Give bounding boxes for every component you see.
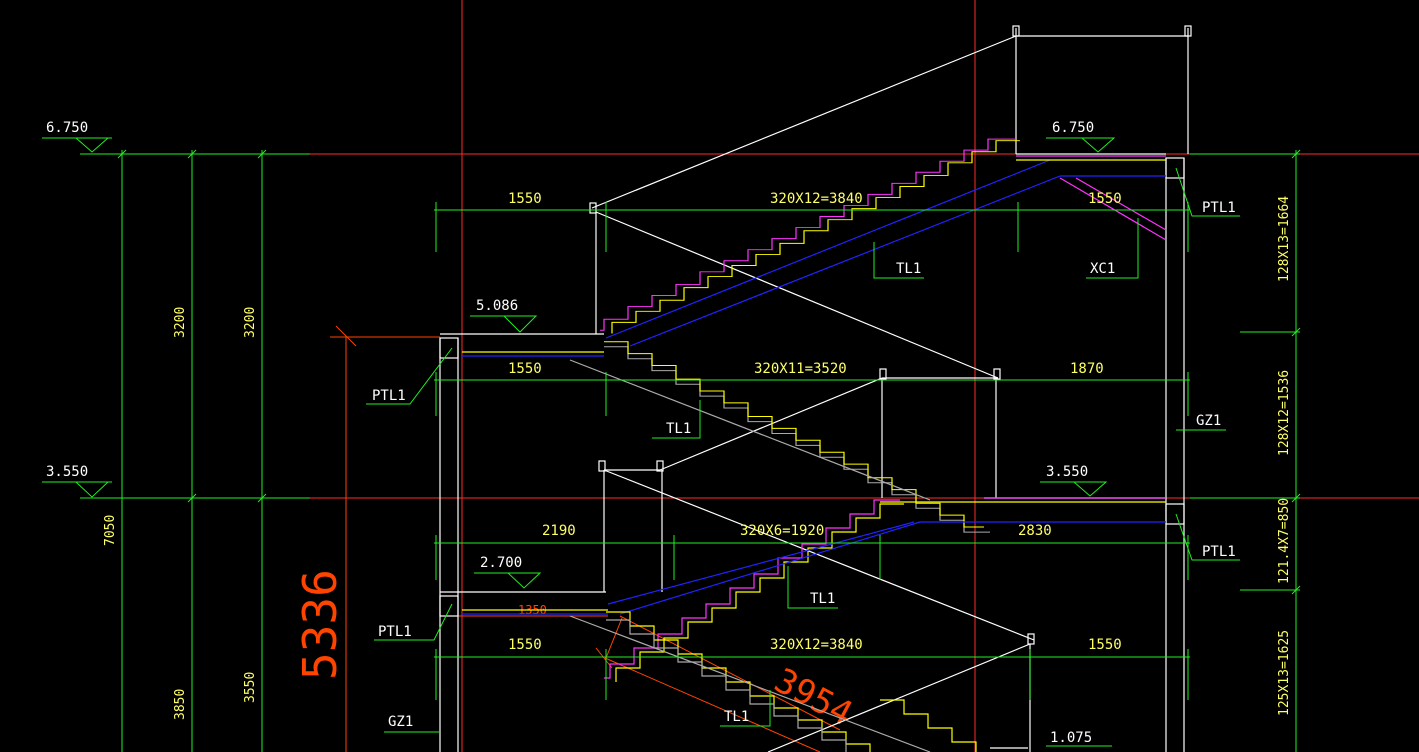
hdim-row3-mid: 320X6=1920	[740, 523, 824, 539]
elevation-triangle-icon	[506, 572, 542, 589]
vdim-left-c: 3850	[173, 689, 188, 720]
hdim-row3-right: 2830	[1018, 523, 1052, 539]
stair-middle	[462, 341, 1166, 533]
vdim-left-d: 3550	[243, 672, 258, 703]
vdim-right-3: 121.4X7=850	[1277, 498, 1292, 584]
vdim-left-b: 3200	[243, 307, 258, 338]
hdim-row3-left: 2190	[542, 523, 576, 539]
elevation-right-mid: 3.550	[1046, 464, 1088, 480]
hdim-row4-mid: 320X12=3840	[770, 637, 863, 653]
elevation-landing-lower: 2.700	[480, 555, 522, 571]
hdim-row2-right: 1870	[1070, 361, 1104, 377]
tag-tl-mid: TL1	[666, 421, 691, 437]
tag-tl-low: TL1	[810, 591, 835, 607]
tag-tl-bottom: TL1	[724, 709, 749, 725]
vdim-left-a: 3200	[173, 307, 188, 338]
vdim-right-4: 125X13=1625	[1277, 630, 1292, 716]
hdim-row1-right: 1550	[1088, 191, 1122, 207]
elevation-left-mid: 3.550	[46, 464, 88, 480]
building-structure	[439, 25, 1192, 752]
inner-elevation-marks	[470, 137, 1116, 747]
tag-gz-left: GZ1	[388, 714, 413, 730]
tag-gz-right: GZ1	[1196, 413, 1221, 429]
hdim-row2-left: 1550	[508, 361, 542, 377]
tag-tl-top: TL1	[896, 261, 921, 277]
measure-big-vertical: 5336	[293, 569, 347, 680]
tag-ptl-top-right: PTL1	[1202, 200, 1236, 216]
hdim-row1-mid: 320X12=3840	[770, 191, 863, 207]
tag-ptl-left-lower: PTL1	[378, 624, 412, 640]
horizontal-dimension-lines	[434, 202, 1190, 700]
measure-diagonal: 3954	[768, 661, 859, 735]
tag-ptl-left-upper: PTL1	[372, 388, 406, 404]
vdim-left-total: 7050	[103, 515, 118, 546]
elevation-triangle-icon	[74, 481, 110, 498]
vdim-right-1: 128X13=1664	[1277, 196, 1292, 282]
hdim-row4-left: 1550	[508, 637, 542, 653]
elevation-triangle-icon	[74, 137, 110, 153]
hdim-row1-left: 1550	[508, 191, 542, 207]
left-elevation-marks: 6.750 3.550	[42, 120, 112, 498]
left-dimension-lines	[80, 149, 310, 752]
right-dimension-lines	[1190, 149, 1301, 752]
stair-bottom-flight	[569, 611, 977, 752]
measure-overlay	[330, 325, 841, 752]
elevation-left-top: 6.750	[46, 120, 88, 136]
hdim-row2-mid: 320X11=3520	[754, 361, 847, 377]
elevation-triangle-icon	[1072, 481, 1108, 497]
axis-lines	[310, 0, 1419, 752]
elevation-triangle-icon	[1080, 137, 1116, 153]
component-leaders	[366, 167, 1240, 733]
vdim-right-2: 128X12=1536	[1277, 370, 1292, 456]
tag-ptl-right-mid: PTL1	[1202, 544, 1236, 560]
elevation-triangle-icon	[502, 315, 538, 333]
hdim-row4-right: 1550	[1088, 637, 1122, 653]
elevation-right-top: 6.750	[1052, 120, 1094, 136]
stair-upper	[600, 138, 1167, 347]
elevation-landing-upper: 5.086	[476, 298, 518, 314]
tag-xc-top: XC1	[1090, 261, 1115, 277]
elevation-bottom-right: 1.075	[1050, 730, 1092, 746]
